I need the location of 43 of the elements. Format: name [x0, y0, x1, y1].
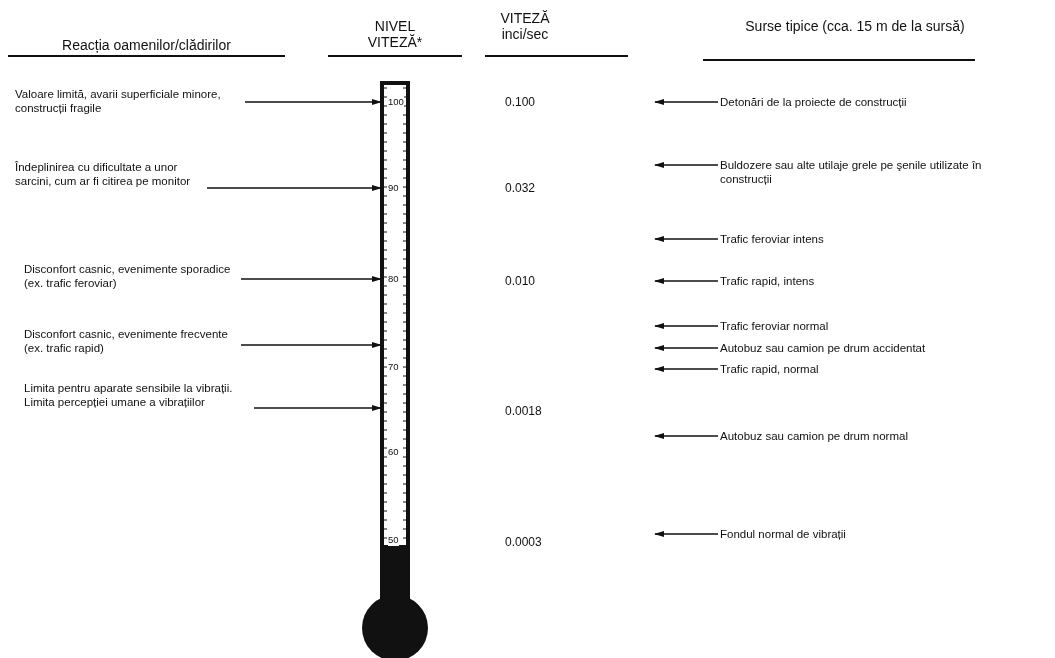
speed-value: 0.100 [505, 95, 536, 109]
arrow [654, 99, 719, 105]
source-text: Trafic rapid, intens [720, 274, 1020, 288]
source-text: Trafic feroviar normal [720, 319, 1020, 333]
arrow [654, 345, 719, 351]
scale-number: 90 [388, 182, 399, 194]
source-text: Fondul normal de vibrații [720, 527, 1040, 541]
source-text: Detonări de la proiecte de construcții [720, 95, 1040, 109]
reaction-text: Disconfort casnic, evenimente frecvente (ex. trafic rapid) [24, 327, 239, 355]
reaction-text: Îndeplinirea cu dificultate a unor sarcini, cum ar fi citirea pe monitor [15, 160, 205, 188]
column-header: NIVEL VITEZĂ* [366, 18, 424, 50]
scale-number: 80 [388, 273, 399, 285]
source-text: Autobuz sau camion pe drum normal [720, 429, 1040, 443]
source-text: Buldozere sau alte utilaje grele pe şenile utilizate în construcții [720, 158, 1005, 186]
arrow [244, 99, 382, 105]
arrow [654, 278, 719, 284]
arrow [654, 366, 719, 372]
speed-value: 0.0003 [505, 535, 542, 549]
reaction-text: Limita pentru aparate sensibile la vibrații. Limita percepției umane a vibrațiilor [24, 381, 252, 409]
scale-number: 60 [388, 446, 399, 458]
speed-value: 0.032 [505, 181, 536, 195]
arrow [240, 276, 382, 282]
column-header: Reacția oamenilor/clădirilor [61, 37, 232, 53]
arrow [654, 433, 719, 439]
arrow [253, 405, 382, 411]
scale-number: 100 [388, 96, 404, 108]
arrow [654, 323, 719, 329]
reaction-text: Valoare limită, avarii superficiale minore, construcții fragile [15, 87, 243, 115]
source-text: Autobuz sau camion pe drum accidentat [720, 341, 1040, 355]
reaction-text: Disconfort casnic, evenimente sporadice (ex. trafic feroviar) [24, 262, 239, 290]
arrow [654, 162, 719, 168]
speed-value: 0.0018 [505, 404, 542, 418]
column-header: VITEZĂ inci/sec [499, 10, 551, 42]
scale-number: 70 [388, 361, 399, 373]
arrow [654, 531, 719, 537]
column-header: Surse tipice (cca. 15 m de la sursă) [744, 18, 966, 34]
arrow [240, 342, 382, 348]
speed-value: 0.010 [505, 274, 536, 288]
arrow [654, 236, 719, 242]
scale-number: 50 [388, 534, 399, 546]
arrow [206, 185, 382, 191]
source-text: Trafic rapid, normal [720, 362, 1020, 376]
source-text: Trafic feroviar intens [720, 232, 1020, 246]
